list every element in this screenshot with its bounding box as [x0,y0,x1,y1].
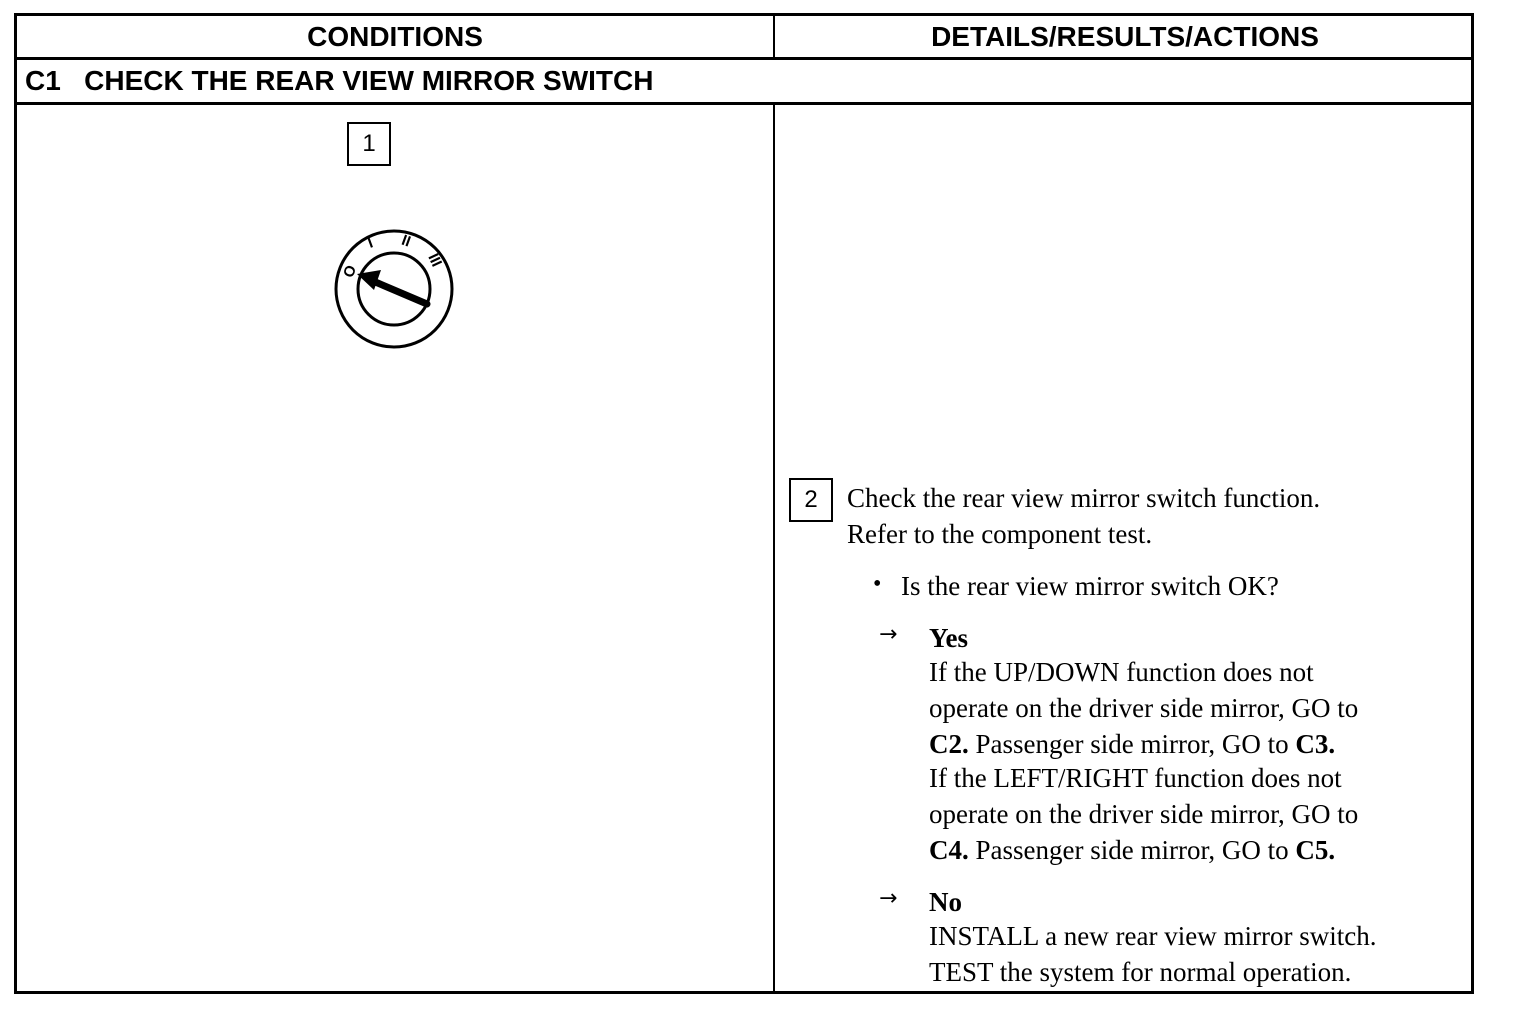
details-header: DETAILS/RESULTS/ACTIONS [931,21,1319,52]
column-divider [773,104,775,994]
yes-line-3-text: Passenger side mirror, GO to [968,729,1296,759]
ignition-switch-icon: O I II III [334,229,454,349]
header-divider [773,16,775,58]
yes-line-6: C4. Passenger side mirror, GO to C5. [929,832,1335,868]
procedure-table: CONDITIONS DETAILS/RESULTS/ACTIONS C1 CH… [14,13,1474,994]
goto-c2: C2. [929,729,969,759]
no-line-2: TEST the system for normal operation. [929,957,1352,987]
instruction-line-1: Check the rear view mirror switch functi… [847,483,1321,513]
dial-label-2: II [399,232,413,251]
yes-arrow-icon: → [879,622,898,647]
conditions-header: CONDITIONS [307,21,483,52]
section-rule [17,102,1471,105]
dial-label-3: III [424,251,445,270]
section-title: C1 CHECK THE REAR VIEW MIRROR SWITCH [25,65,654,96]
yes-label: Yes [929,623,968,653]
instruction-line-2: Refer to the component test. [847,519,1153,549]
step-2-box: 2 [789,478,833,522]
dial-label-1: I [366,234,376,251]
question-bullet: • [873,571,882,597]
goto-c3: C3. [1295,729,1336,759]
no-arrow-icon: → [879,886,898,911]
yes-line-1: If the UP/DOWN function does not [929,657,1314,687]
goto-c4: C4. [929,835,969,865]
dial-label-off: O [340,263,360,280]
yes-line-6-text: Passenger side mirror, GO to [968,835,1296,865]
step-1-box: 1 [347,122,391,166]
goto-c5: C5. [1295,835,1336,865]
yes-line-4: If the LEFT/RIGHT function does not [929,763,1342,793]
yes-line-3: C2. Passenger side mirror, GO to C3. [929,726,1335,762]
question-text: Is the rear view mirror switch OK? [901,571,1279,601]
no-label: No [929,887,962,917]
yes-line-2: operate on the driver side mirror, GO to [929,693,1359,723]
yes-line-5: operate on the driver side mirror, GO to [929,799,1359,829]
no-line-1: INSTALL a new rear view mirror switch. [929,921,1377,951]
header-rule [17,57,1471,60]
